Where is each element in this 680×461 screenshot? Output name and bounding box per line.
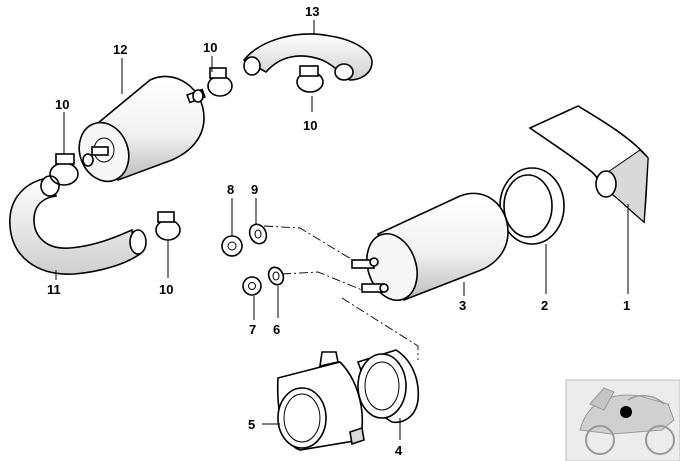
- hose-clamp-1: [192, 67, 233, 103]
- callout-8: 8: [227, 182, 234, 197]
- callout-12: 12: [113, 42, 127, 57]
- washer-9: [248, 223, 268, 245]
- assembly-lines: [263, 225, 419, 360]
- callout-10-d: 10: [159, 282, 173, 297]
- rubber-ring: [499, 167, 565, 245]
- hose-clamp-3: [49, 153, 94, 186]
- callout-4: 4: [395, 443, 403, 458]
- seal-ring: [356, 349, 420, 424]
- callout-7: 7: [249, 322, 256, 337]
- callout-10-c: 10: [303, 118, 317, 133]
- pump-sleeve: [276, 351, 365, 451]
- nut-8: [221, 235, 243, 257]
- hose-lower: [9, 175, 147, 275]
- callout-5: 5: [248, 417, 255, 432]
- location-marker: [620, 406, 632, 418]
- hose-clamp-4: [155, 211, 181, 241]
- callout-2: 2: [541, 298, 548, 313]
- callout-13: 13: [305, 4, 319, 19]
- callout-6: 6: [273, 322, 280, 337]
- callout-10-b: 10: [55, 97, 69, 112]
- nut-7: [242, 276, 262, 296]
- leader-lines: [55, 20, 629, 440]
- callout-labels: 13 12 10 10 10 8 9 11 10 3 2 1 7 6 5 4: [47, 4, 630, 458]
- fuel-pump: [351, 192, 509, 302]
- callout-10-a: 10: [203, 40, 217, 55]
- hose-clamp-2: [296, 65, 324, 93]
- callout-11: 11: [47, 282, 61, 297]
- motorcycle-location-icon: [565, 379, 680, 461]
- callout-3: 3: [459, 298, 466, 313]
- callout-9: 9: [251, 182, 258, 197]
- pump-mount-bracket: [528, 105, 649, 224]
- hose-upper: [242, 33, 373, 81]
- callout-1: 1: [623, 298, 630, 313]
- washer-6: [267, 266, 285, 286]
- fuel-filter: [78, 75, 206, 183]
